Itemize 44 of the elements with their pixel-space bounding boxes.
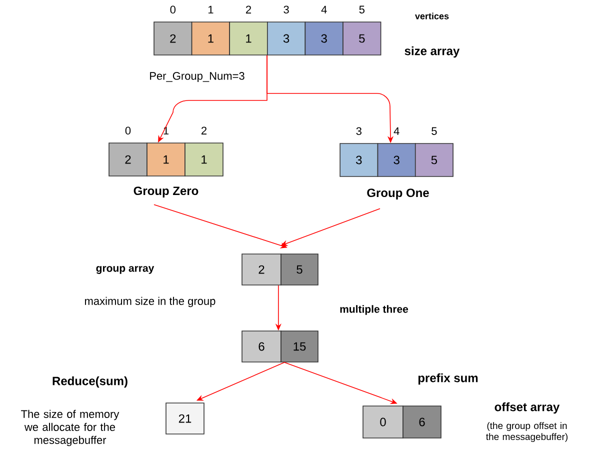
array-cell: 3 <box>377 143 416 177</box>
index-number: 0 <box>170 6 176 14</box>
array-cell: 2 <box>108 142 148 176</box>
index-number: 2 <box>202 126 206 134</box>
array-cell: 3 <box>267 22 306 56</box>
heading-label: group array <box>96 266 154 274</box>
heading-label: multiple three <box>340 305 408 315</box>
array-cell: 1 <box>191 22 230 56</box>
array-cell: 15 <box>280 330 318 362</box>
array-cell: 5 <box>280 254 318 286</box>
array-cell: 2 <box>242 254 282 286</box>
index-number: 5 <box>432 127 437 135</box>
array-cell: 5 <box>414 143 454 177</box>
array-cell: 3 <box>304 22 344 56</box>
group-name: Group One <box>367 188 429 200</box>
index-number: 4 <box>394 127 400 135</box>
array-cell: 1 <box>146 142 186 176</box>
array-cell: 3 <box>340 143 378 177</box>
heading-label: vertices <box>415 12 449 20</box>
array-cell: 6 <box>242 330 282 362</box>
heading-label: size array <box>404 46 460 58</box>
note-text: (the group offset in the messagebuffer) <box>486 422 568 442</box>
index-number: 3 <box>356 127 362 135</box>
array-cell: 1 <box>229 22 268 56</box>
index-number: 3 <box>284 6 289 14</box>
array-cell: 2 <box>154 22 192 56</box>
heading-label: prefix sum <box>418 373 478 385</box>
array-cell: 0 <box>362 406 404 438</box>
heading-label: Reduce(sum) <box>52 376 128 388</box>
index-number: 0 <box>125 126 131 134</box>
array-cell: 5 <box>342 22 382 56</box>
note-text: Per_Group_Num=3 <box>150 72 244 82</box>
index-number: 2 <box>246 6 251 14</box>
index-number: 4 <box>321 6 327 14</box>
index-number: 1 <box>208 6 214 14</box>
array-cell: 1 <box>184 142 224 176</box>
note-text: The size of memory we allocate for the messagebuffer <box>21 410 120 446</box>
note-text: maximum size in the group <box>85 296 216 308</box>
index-number: 5 <box>359 6 364 14</box>
group-name: Group Zero <box>134 186 198 198</box>
index-number: 1 <box>164 126 169 134</box>
heading-label: offset array <box>494 402 560 414</box>
array-cell: 6 <box>402 406 442 438</box>
array-cell: 21 <box>166 402 204 434</box>
